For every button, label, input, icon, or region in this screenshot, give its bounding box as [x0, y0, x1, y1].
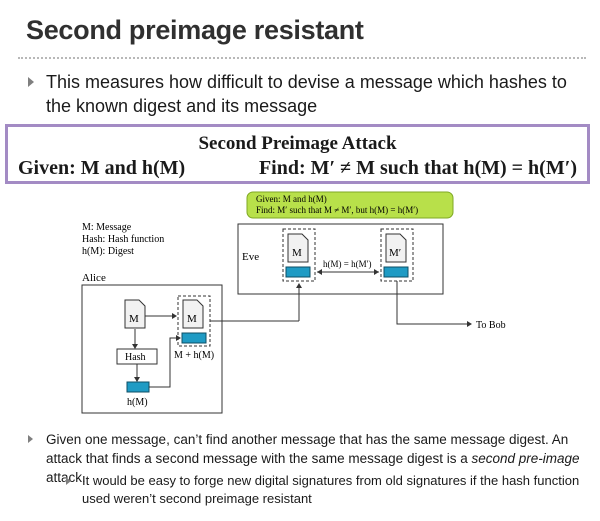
legend-digest: h(M): Digest [82, 246, 134, 257]
m-plus-hm-label: M + h(M) [174, 350, 214, 361]
attack-diagram: M: Message Hash: Hash function h(M): Dig… [81, 191, 506, 414]
bullet-intro-text: This measures how difficult to devise a … [46, 72, 567, 116]
equality-label: h(M) = h(M′) [323, 259, 372, 269]
legend-hash: Hash: Hash function [82, 234, 164, 245]
m-to-signed-arrowhead [172, 313, 177, 319]
alice-digest [126, 381, 150, 393]
eve-original-up-arrowhead [296, 283, 302, 288]
alice-doc-icon [124, 299, 146, 329]
eve-original-digest [285, 266, 311, 278]
bullet-arrow-icon [28, 435, 33, 443]
to-bob-arrowhead [467, 321, 472, 327]
m-to-hash-arrowhead [132, 344, 138, 349]
attack-find: Find: M′ ≠ M such that h(M) = h(M′) [258, 157, 577, 179]
to-bob-label: To Bob [476, 320, 506, 331]
eve-forged-doc-icon [385, 233, 407, 263]
equality-arrowhead-right [374, 269, 379, 275]
bullet-arrow-icon [28, 77, 34, 87]
hash-to-digest-arrowhead [134, 377, 140, 382]
eve-box [237, 223, 444, 295]
alice-signed-digest [181, 332, 207, 344]
note-find: Find: M′ such that M ≠ M′, but h(M) = h(… [256, 205, 418, 215]
alice-signed-doc-icon [182, 299, 204, 329]
hm-label: h(M) [127, 397, 148, 408]
eve-label: Eve [242, 251, 259, 263]
sub-bullet-forgery: It would be easy to forge new digital si… [66, 472, 586, 508]
bullet-definition-italic: second pre-image [471, 451, 580, 466]
legend-message: M: Message [82, 222, 132, 233]
eve-original-m: M [292, 247, 302, 259]
eve-forged-digest [383, 266, 409, 278]
page-title: Second preimage resistant [26, 15, 364, 45]
sub-bullet-arrow-icon [66, 477, 71, 485]
hash-label: Hash [125, 352, 146, 363]
title-divider [18, 57, 586, 59]
forged-to-bob-line [396, 281, 468, 325]
attack-definition-box: Second Preimage Attack Given: M and h(M)… [5, 124, 590, 184]
bullet-intro: This measures how difficult to devise a … [28, 70, 588, 118]
bullet-definition-text: Given one message, can’t find another me… [46, 430, 588, 487]
alice-label: Alice [82, 272, 106, 284]
sub-bullet-text: It would be easy to forge new digital si… [82, 473, 580, 506]
alice-signed-m: M [187, 313, 197, 325]
given-find-note [246, 191, 454, 219]
note-given: Given: M and h(M) [256, 194, 327, 204]
digest-to-signed-arrow [149, 337, 180, 388]
eve-forged-m: M′ [389, 247, 401, 259]
digest-to-signed-arrowhead [176, 335, 181, 341]
attack-given: Given: M and h(M) [18, 157, 186, 179]
eve-original-dashed [282, 228, 316, 282]
bullet-definition: Given one message, can’t find another me… [28, 430, 588, 487]
bullet-definition-part1: Given one message, can’t find another me… [46, 432, 569, 466]
attack-title: Second Preimage Attack [198, 133, 397, 154]
alice-doc-m: M [129, 313, 139, 325]
bullet-definition-part2: attack. [46, 470, 86, 485]
equality-arrowhead-left [317, 269, 322, 275]
eve-original-doc-icon [287, 233, 309, 263]
